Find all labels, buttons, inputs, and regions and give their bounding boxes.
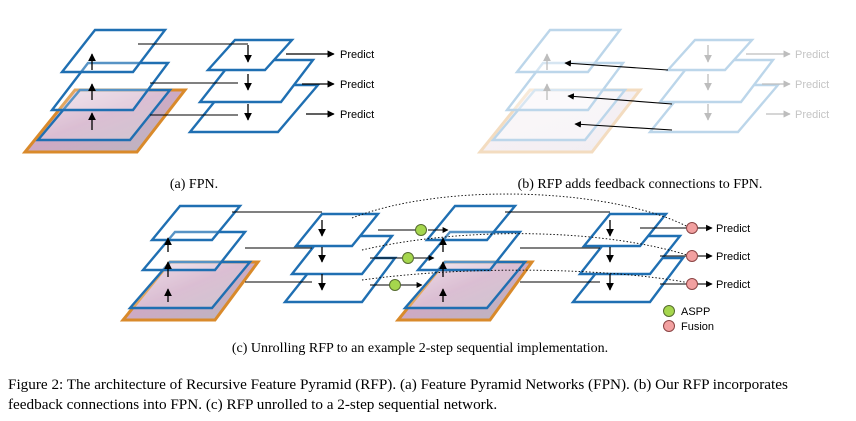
aspp-feedback-paths xyxy=(370,227,449,288)
legend-aspp-label: ASPP xyxy=(681,306,710,318)
predict-label: Predict xyxy=(340,79,374,91)
panel-c-unrolled-rfp: Predict Predict Predict ASPP Fusion (c) … xyxy=(119,193,750,356)
fusion-node xyxy=(686,278,698,290)
predict-label: Predict xyxy=(795,79,829,91)
panel-a-caption: (a) FPN. xyxy=(170,177,218,192)
predict-arrows xyxy=(746,50,791,118)
legend-aspp-swatch xyxy=(663,305,675,317)
predict-label: Predict xyxy=(795,109,829,121)
predict-label: Predict xyxy=(716,279,750,291)
lateral-connections xyxy=(505,211,610,283)
step2-backbone-pyramid xyxy=(402,204,528,310)
fusion-output-arrows xyxy=(640,224,713,288)
legend: ASPP Fusion xyxy=(663,305,714,333)
aspp-node xyxy=(415,224,427,236)
aspp-node xyxy=(402,252,414,264)
panel-b-caption: (b) RFP adds feedback connections to FPN… xyxy=(518,177,763,192)
predict-label: Predict xyxy=(340,109,374,121)
panel-a-fpn: Predict Predict Predict (a) FPN. xyxy=(21,28,374,192)
figure-caption: Figure 2: The architecture of Recursive … xyxy=(8,375,848,415)
panel-b-rfp: Predict Predict Predict (b) RFP adds fee… xyxy=(476,28,829,192)
predict-label: Predict xyxy=(716,251,750,263)
predict-label: Predict xyxy=(340,49,374,61)
panel-c-caption: (c) Unrolling RFP to an example 2-step s… xyxy=(232,341,608,356)
legend-fusion-label: Fusion xyxy=(681,321,714,333)
feedback-connections xyxy=(564,60,673,131)
fusion-node xyxy=(686,250,698,262)
fusion-skip-paths xyxy=(351,193,691,284)
figure-caption-line1: Figure 2: The architecture of Recursive … xyxy=(8,376,788,393)
lateral-connections xyxy=(232,211,322,283)
fpn-pyramid xyxy=(187,38,321,134)
backbone-pyramid xyxy=(35,28,173,142)
fusion-node xyxy=(686,222,698,234)
predict-label: Predict xyxy=(795,49,829,61)
legend-fusion-swatch xyxy=(663,320,675,332)
aspp-node xyxy=(389,279,401,291)
lateral-connections xyxy=(138,43,248,116)
predict-label: Predict xyxy=(716,223,750,235)
predict-arrows xyxy=(286,50,335,118)
step1-fpn-pyramid xyxy=(282,212,398,304)
figure-caption-line2: feedback connections into FPN. (c) RFP u… xyxy=(8,396,498,413)
step1-backbone-pyramid xyxy=(127,204,253,310)
fpn-pyramid xyxy=(647,38,781,134)
step2-fpn-pyramid xyxy=(570,212,686,304)
